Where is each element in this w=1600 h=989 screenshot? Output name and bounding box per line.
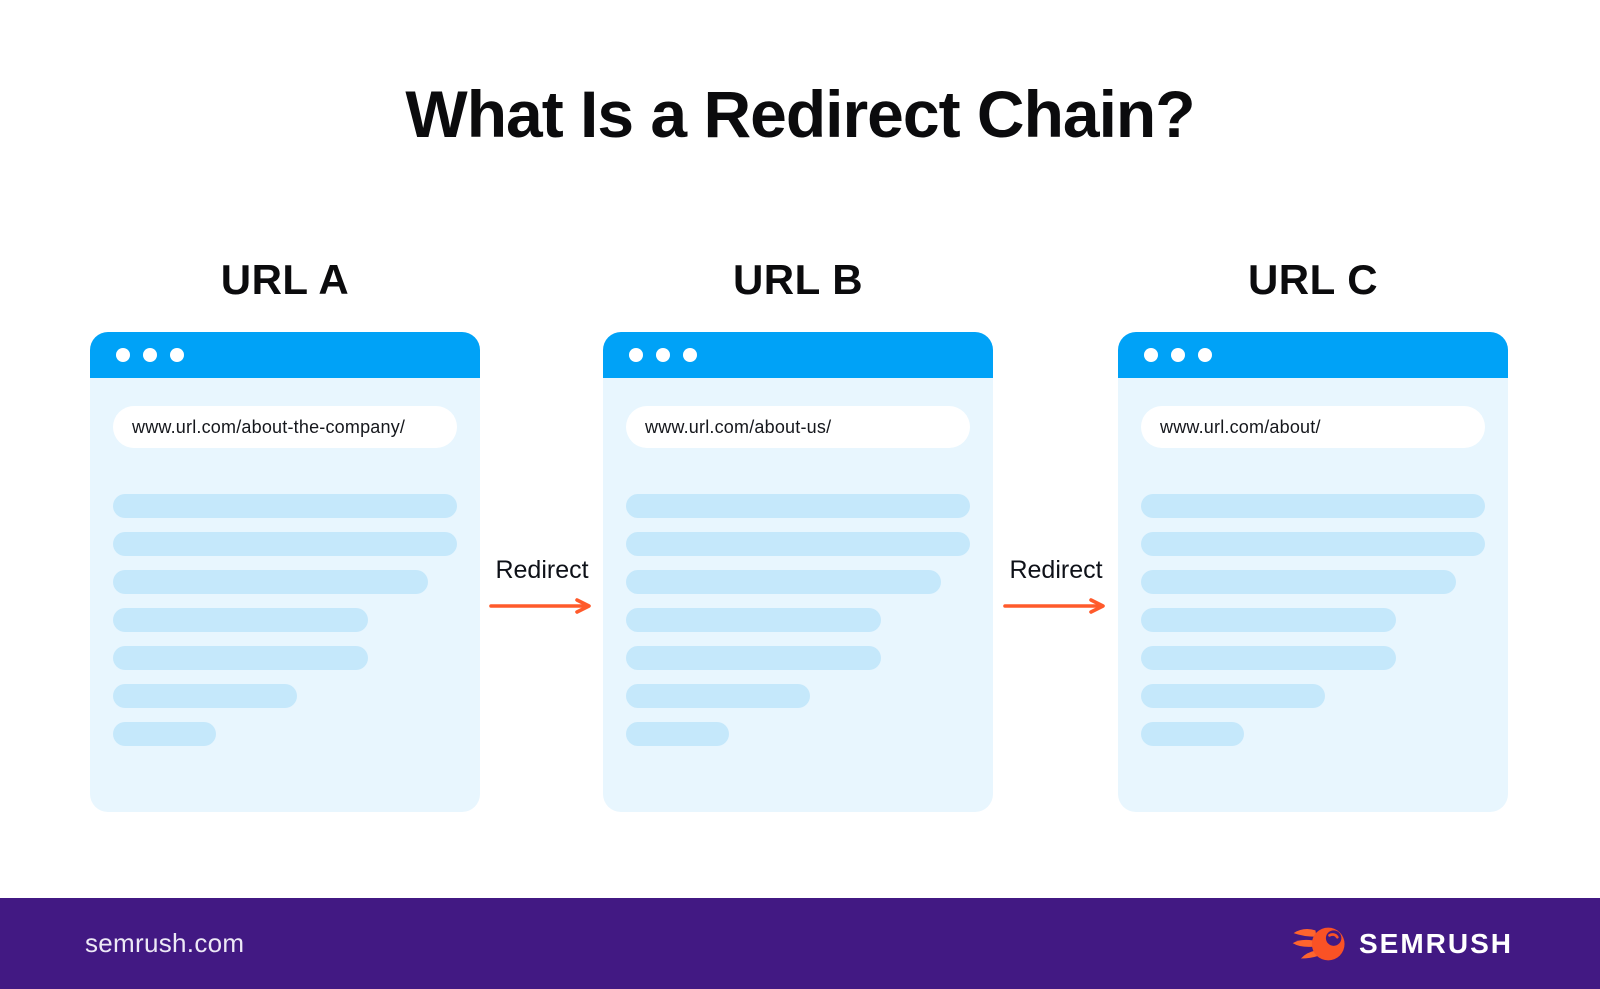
arrow-right-icon (1003, 598, 1105, 614)
skeleton-line (113, 570, 428, 594)
footer-site-url: semrush.com (85, 928, 245, 958)
url-b-group: URL B www.url.com/about-us/ (603, 254, 993, 812)
semrush-wordmark: SEMRUSH (1358, 927, 1513, 959)
redirect-label: Redirect (1009, 556, 1103, 584)
window-label-b: URL B (732, 256, 864, 303)
arrow-right-icon (489, 598, 591, 614)
browser-window-c: www.url.com/about/ (1118, 332, 1508, 812)
window-dot-icon (656, 348, 670, 362)
skeleton-line (1141, 532, 1485, 556)
redirect-connector: Redirect (992, 554, 1120, 619)
url-text: www.url.com/about-the-company/ (132, 416, 406, 437)
skeleton-line (626, 608, 881, 632)
browser-titlebar (90, 332, 480, 378)
browser-window-a: www.url.com/about-the-company/ (90, 332, 480, 812)
semrush-logo: SEMRUSH (1292, 924, 1513, 964)
window-dot-icon (629, 348, 643, 362)
semrush-flame-icon (1292, 927, 1345, 960)
skeleton-line (1141, 608, 1396, 632)
browser-titlebar (603, 332, 993, 378)
redirect-label: Redirect (495, 556, 589, 584)
browser-body: www.url.com/about-us/ (603, 378, 993, 746)
browser-titlebar (1118, 332, 1508, 378)
window-label-c: URL C (1247, 256, 1379, 303)
skeleton-line (113, 646, 368, 670)
skeleton-line (113, 608, 368, 632)
address-bar: www.url.com/about/ (1141, 406, 1485, 448)
skeleton-line (113, 722, 217, 746)
address-bar: www.url.com/about-the-company/ (113, 406, 457, 448)
skeleton-line (1141, 494, 1485, 518)
url-text: www.url.com/about/ (1160, 416, 1321, 437)
window-dot-icon (683, 348, 697, 362)
infographic-title: What Is a Redirect Chain? (405, 77, 1195, 151)
skeleton-line (626, 532, 970, 556)
skeleton-line (113, 494, 457, 518)
skeleton-line (626, 570, 941, 594)
browser-body: www.url.com/about-the-company/ (90, 378, 480, 746)
skeleton-line (1141, 570, 1456, 594)
address-bar: www.url.com/about-us/ (626, 406, 970, 448)
browser-body: www.url.com/about/ (1118, 378, 1508, 746)
skeleton-line (626, 494, 970, 518)
skeleton-line (1141, 646, 1396, 670)
skeleton-line (1141, 684, 1326, 708)
skeleton-line (113, 684, 298, 708)
window-label-a: URL A (220, 256, 350, 303)
redirect-connector: Redirect (478, 554, 606, 619)
window-dot-icon (1144, 348, 1158, 362)
window-dot-icon (170, 348, 184, 362)
window-dot-icon (1171, 348, 1185, 362)
skeleton-line (1141, 722, 1245, 746)
footer: semrush.com SEMRUSH (0, 898, 1600, 989)
skeleton-line (626, 722, 730, 746)
skeleton-line (626, 646, 881, 670)
skeleton-line (113, 532, 457, 556)
window-dot-icon (1198, 348, 1212, 362)
url-text: www.url.com/about-us/ (645, 416, 832, 437)
window-dot-icon (143, 348, 157, 362)
skeleton-line (626, 684, 811, 708)
browser-window-b: www.url.com/about-us/ (603, 332, 993, 812)
url-a-group: URL A www.url.com/about-the-company/ (90, 254, 480, 812)
url-c-group: URL C www.url.com/about/ (1118, 254, 1508, 812)
window-dot-icon (116, 348, 130, 362)
